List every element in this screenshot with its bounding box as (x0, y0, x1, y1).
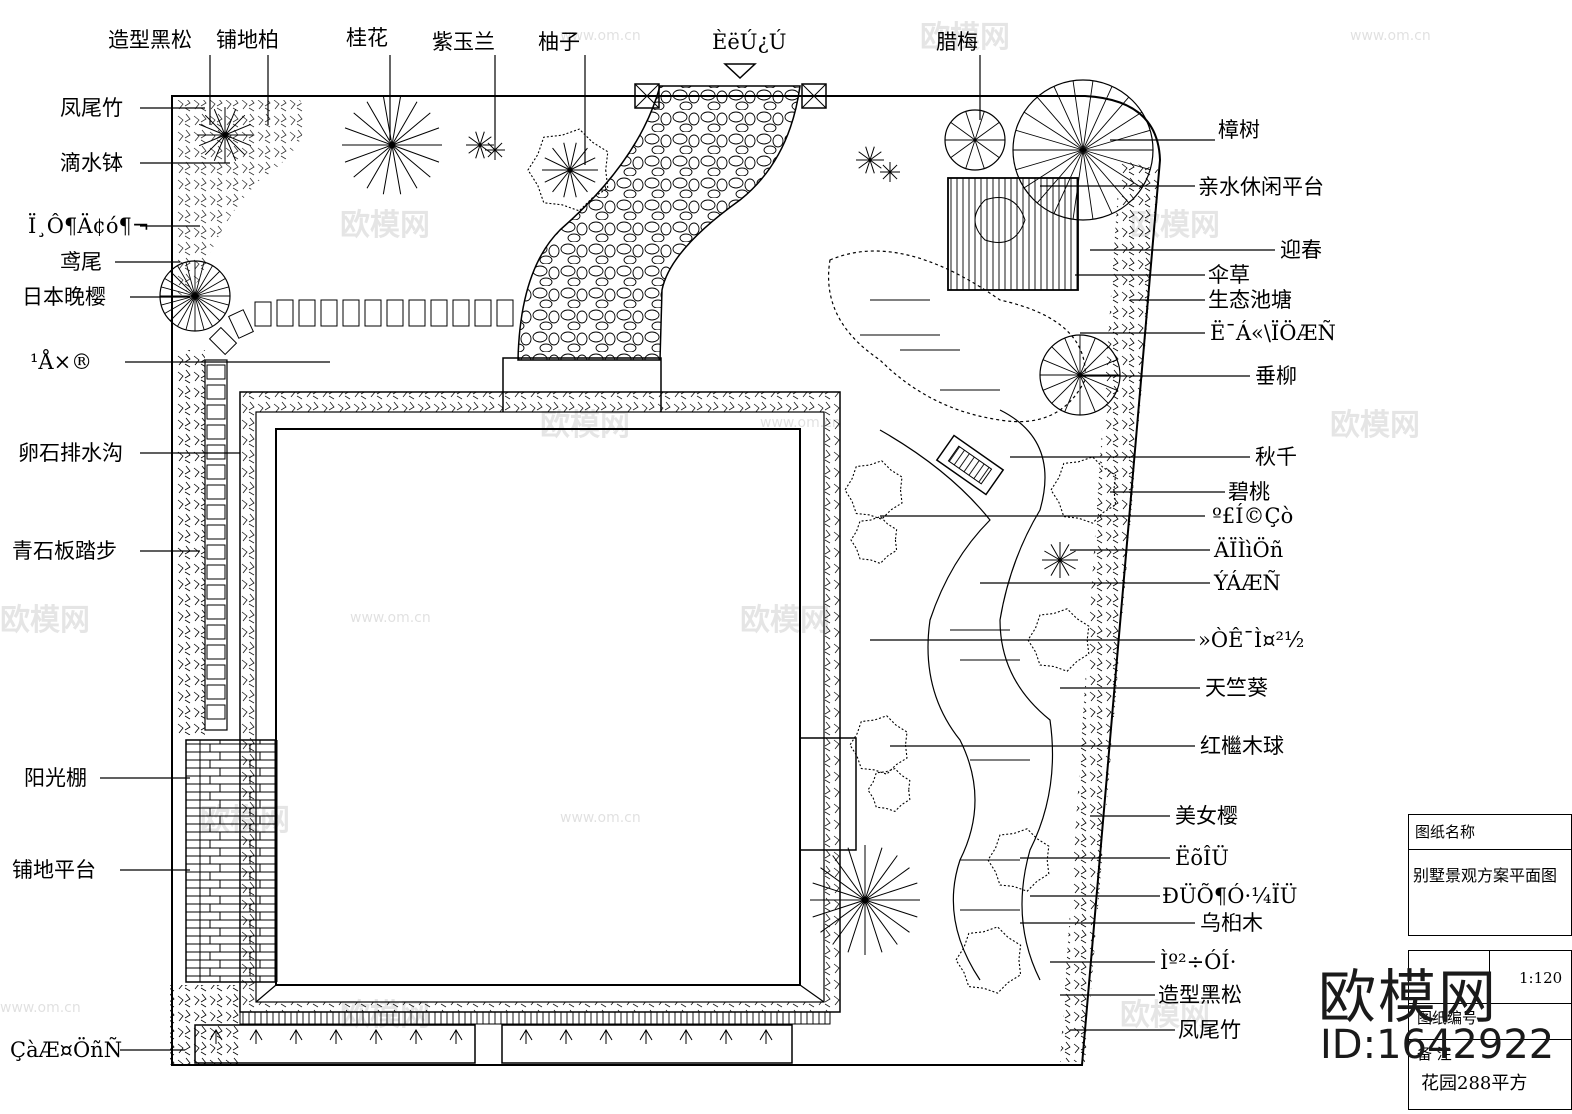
bottom-planter-right (501, 1024, 793, 1064)
title-block-remark-label: 备 注 (1417, 1045, 1452, 1063)
label-garbled-7: ÝÁÆÑ (1214, 571, 1281, 595)
wintersweet-tree (944, 109, 1006, 171)
pomelo-tree (527, 128, 609, 212)
label-tallow-tree: 乌桕木 (1200, 911, 1263, 935)
magnolia-shrub (466, 131, 494, 159)
label-bluestone-steps: 青石板踏步 (12, 539, 117, 563)
label-umbrella-sedge: 伞草 (1208, 263, 1250, 287)
stream-edge-right (999, 409, 1054, 981)
brand-id: ID:1642922 (1320, 1022, 1555, 1068)
loropetalum-ball (849, 715, 908, 775)
label-phoenix-bamboo: 凤尾竹 (60, 96, 123, 120)
plant-symbols (159, 79, 1154, 994)
label-wintersweet: 腊梅 (936, 30, 978, 54)
label-pebble-drain: 卵石排水沟 (18, 441, 123, 465)
label-garbled-10: ÐÜÕ¶Ó·¼ÏÜ (1162, 884, 1298, 908)
label-sunroom: 阳光棚 (24, 766, 87, 790)
label-garbled-3: ÇàÆ¤ÖñÑ (10, 1038, 123, 1062)
label-garbled-2: ¹Å×® (30, 350, 93, 374)
label-juniper: 铺地柏 (216, 28, 279, 52)
magnolia-shrub (485, 140, 505, 160)
label-jasmine: 迎春 (1280, 238, 1322, 262)
label-waterside-deck: 亲水休闲平台 (1198, 175, 1324, 199)
swing (935, 434, 1005, 496)
label-garbled-9: ËõÎÜ (1175, 846, 1229, 870)
leader-lines (100, 55, 1275, 1051)
label-sculpted-black-pine: 造型黑松 (108, 28, 192, 52)
verbena-cluster (987, 828, 1050, 892)
label-swing: 秋千 (1255, 445, 1297, 469)
label-iris: 鸢尾 (60, 250, 102, 274)
label-verbena: 美女樱 (1175, 804, 1238, 828)
flowering-peach (1050, 456, 1117, 524)
right-planting-band (1060, 160, 1160, 1062)
label-osmanthus: 桂花 (346, 26, 388, 50)
label-flowering-peach: 碧桃 (1228, 480, 1270, 504)
label-water-basin: 滴水钵 (60, 151, 123, 175)
top-stepping-stones (208, 299, 514, 356)
label-sculpted-black-pine-2: 造型黑松 (1158, 983, 1242, 1007)
shrub (856, 146, 884, 174)
building-footprint (275, 428, 801, 986)
nandina (1042, 542, 1078, 578)
label-japanese-cherry: 日本晚樱 (22, 285, 106, 309)
title-block-name-label: 图纸名称 (1415, 823, 1476, 841)
bottom-shrubs (209, 1029, 773, 1044)
title-block-name: 图纸名称 别墅景观方案平面图 (1408, 814, 1572, 936)
corner-planting (170, 985, 240, 1065)
pomelo-center (542, 142, 598, 198)
gate-post-right (801, 83, 827, 109)
phoenix-bamboo-top (197, 107, 253, 163)
pebble-path (517, 85, 801, 361)
east-bay-window (799, 737, 857, 851)
camphor-tree (1012, 79, 1154, 221)
stepping-stone-row (206, 364, 226, 720)
gate-post-left (634, 83, 660, 109)
label-garbled-5: º£Í©Çò (1212, 504, 1294, 528)
left-planting-band (175, 350, 205, 735)
sunroom-brick (185, 739, 277, 983)
title-block-info: 1:120 图纸编号 备 注 花园288平方 (1408, 950, 1572, 1110)
stream-lines (950, 629, 1030, 911)
title-block-scale: 1:120 (1519, 969, 1563, 987)
label-eco-pond: 生态池塘 (1208, 288, 1292, 312)
title-block-name-value: 别墅景观方案平面图 (1413, 866, 1558, 885)
label-entrance: ÈëÚ¿Ú (712, 30, 787, 54)
title-block-number-label: 图纸编号 (1417, 1009, 1478, 1027)
stream-edge-left (879, 429, 991, 981)
label-phoenix-bamboo-2: 凤尾竹 (1178, 1018, 1241, 1042)
brand-logo-text: 欧模网 (1318, 963, 1499, 1031)
label-garbled-6: ÄÏÌìÖñ (1214, 538, 1284, 562)
label-geranium: 天竺葵 (1205, 676, 1268, 700)
bottom-edging (239, 1011, 831, 1025)
japanese-cherry-tree (159, 260, 231, 332)
shrub (880, 162, 900, 182)
label-garbled-1: Ï¸Ô¶Ä¢ó¶¬ (28, 214, 150, 238)
label-magnolia: 紫玉兰 (432, 30, 495, 54)
label-garbled-4: ËˉÁ«\ÏÖÆÑ (1210, 321, 1336, 345)
weeping-willow-tree (1039, 334, 1121, 416)
top-left-planting (175, 100, 305, 300)
label-pomelo: 柚子 (538, 30, 580, 54)
left-stepping-stones (204, 359, 228, 731)
pond-ripples (860, 299, 1000, 391)
label-paved-platform: 铺地平台 (12, 858, 96, 882)
label-camphor: 樟树 (1218, 118, 1260, 142)
entrance-arrow (723, 63, 757, 80)
label-weeping-willow: 垂柳 (1255, 364, 1297, 388)
title-block-remark-value: 花园288平方 (1421, 1073, 1528, 1094)
label-garbled-8: »ÒÊ¯Ì¤²½ (1198, 628, 1305, 652)
shrub-ball (850, 515, 898, 565)
label-loropetalum-ball: 红檵木球 (1200, 734, 1284, 758)
black-pine-cluster (955, 926, 1022, 994)
shrub-ball (844, 460, 903, 520)
waterside-deck (947, 177, 1079, 291)
black-pine-bottom (810, 845, 920, 955)
label-garbled-11: Ìº²÷ÓÍ· (1160, 950, 1237, 974)
osmanthus-tree (342, 95, 442, 195)
swing-seat (947, 445, 993, 485)
loropetalum-ball (867, 767, 911, 813)
